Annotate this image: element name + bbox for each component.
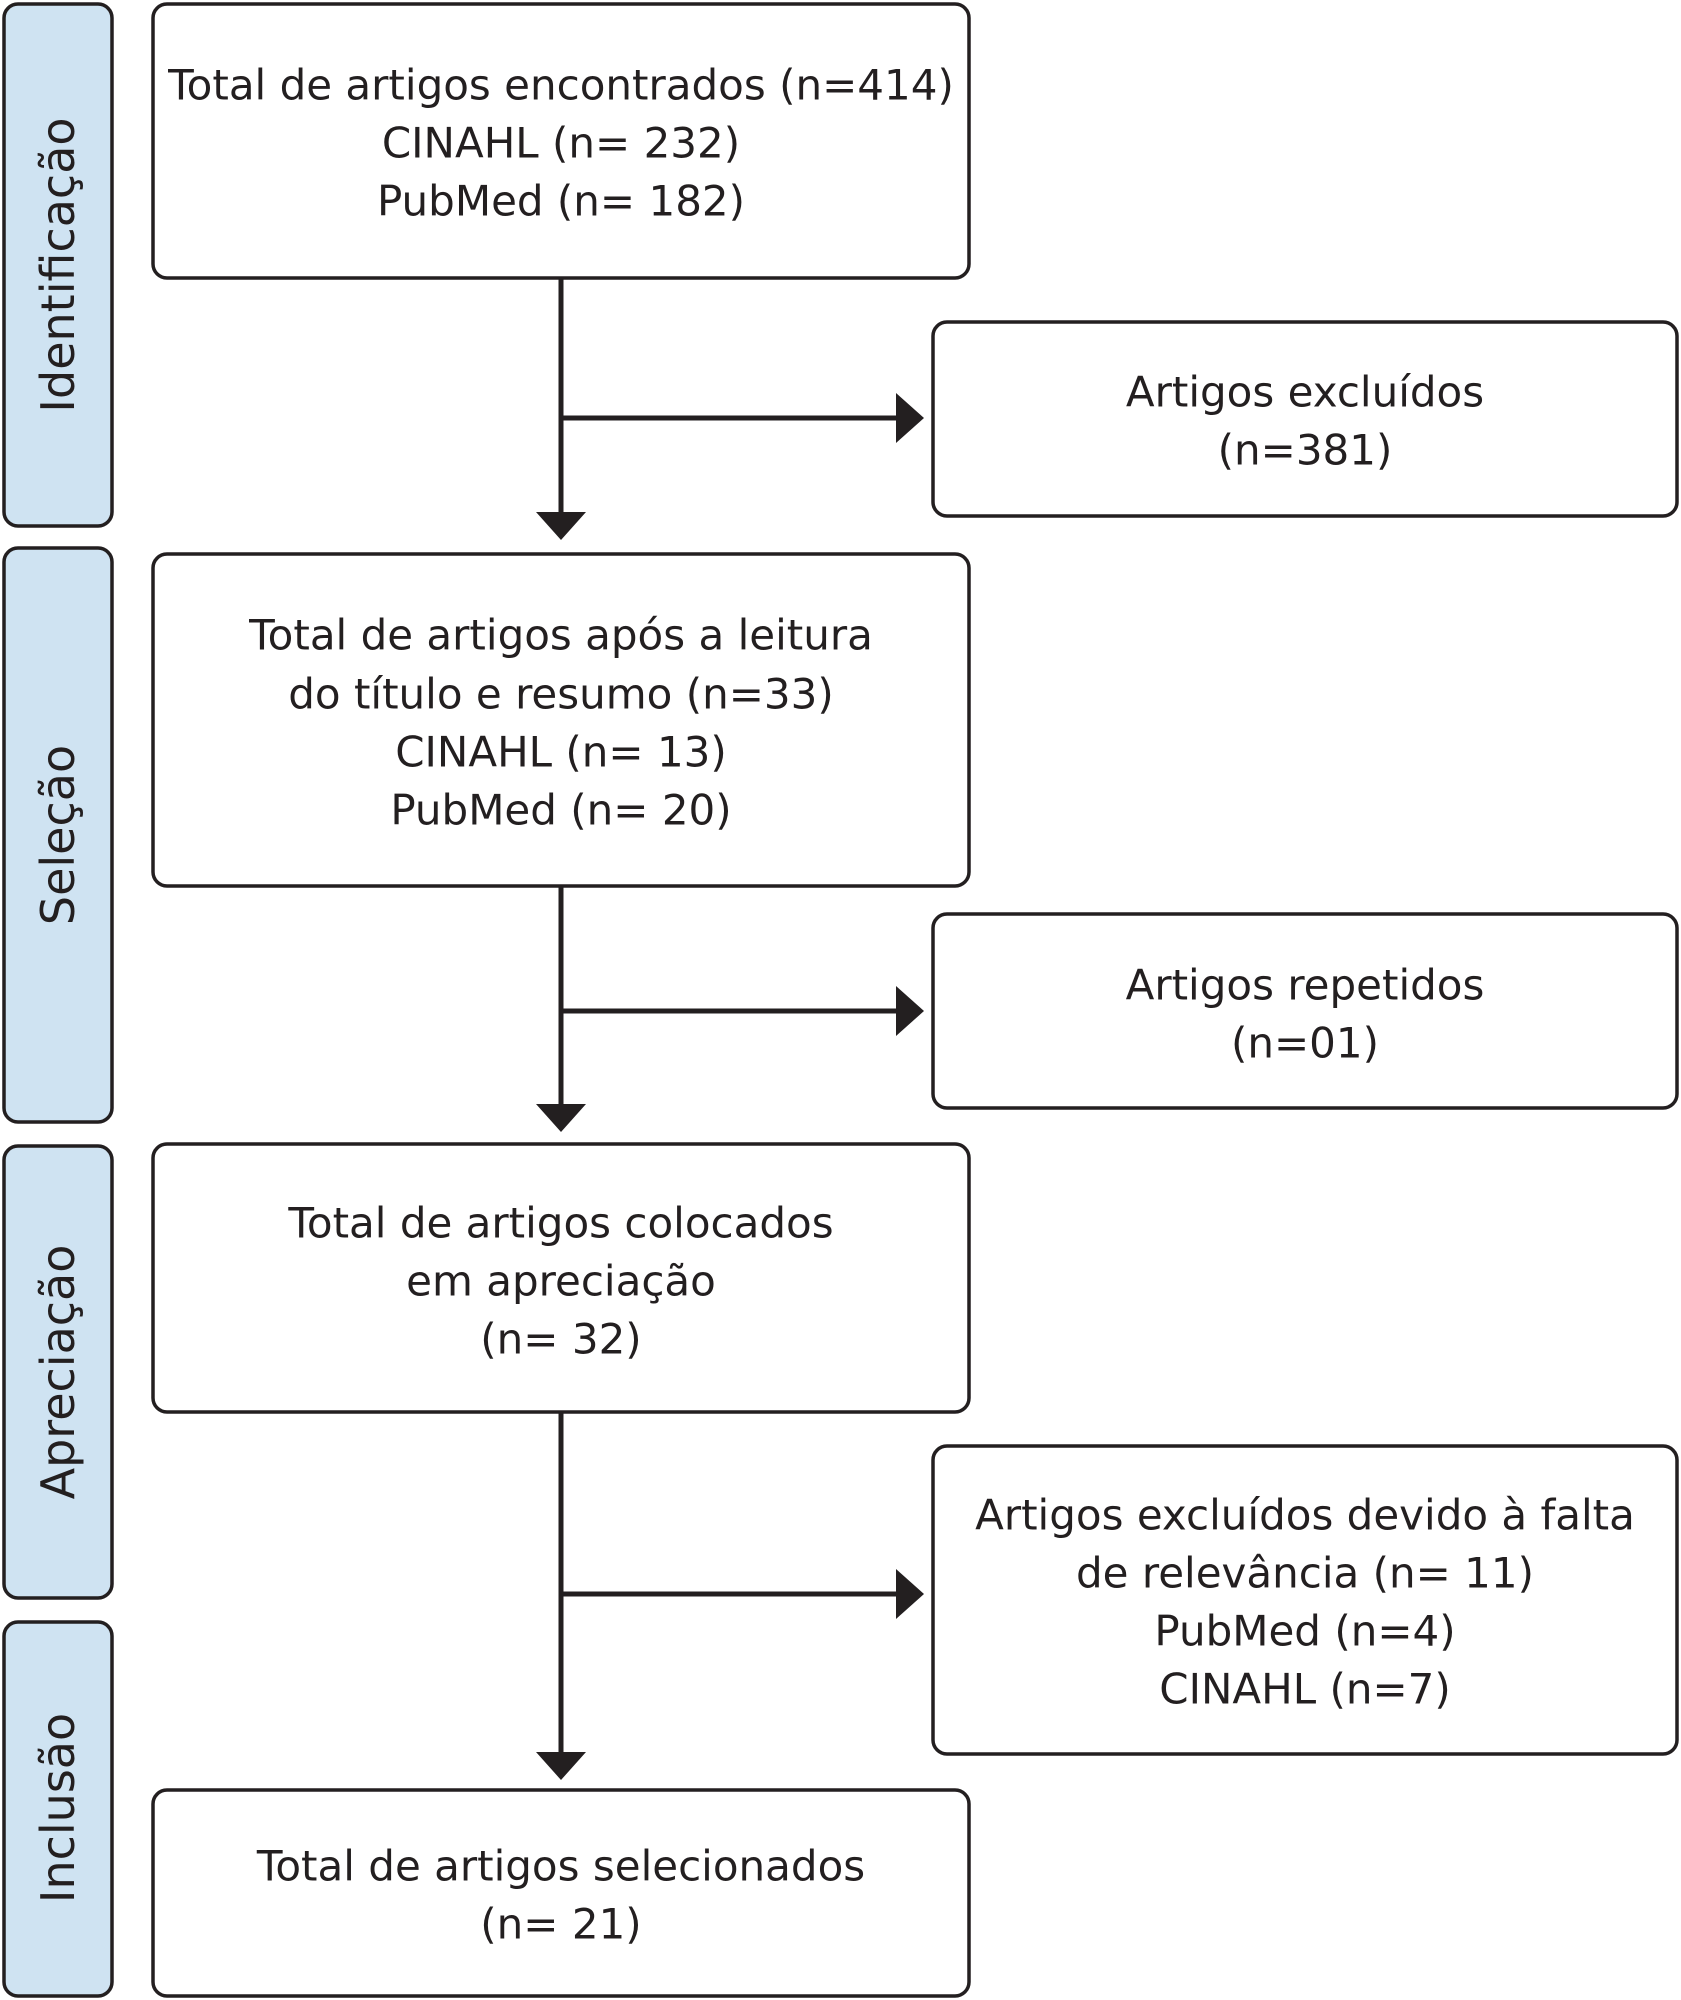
box-duplicates: Artigos repetidos (n=01): [931, 912, 1679, 1110]
stage-inclusao-box: [2, 1620, 114, 1998]
box-excluded: Artigos excluídos (n=381): [931, 320, 1679, 518]
box-screened-frame: [151, 552, 971, 888]
box-irrelevant-line-1: Artigos excluídos devido à falta: [975, 1491, 1635, 1540]
box-irrelevant-line-4: CINAHL (n=7): [1159, 1665, 1451, 1714]
arrow-right-icon: [896, 393, 924, 443]
box-screened-line-2: do título e resumo (n=33): [288, 670, 834, 719]
box-included: Total de artigos selecionados (n= 21): [151, 1788, 971, 1998]
box-irrelevant: Artigos excluídos devido à falta de rele…: [931, 1444, 1679, 1756]
stage-inclusao: Inclusão: [2, 1620, 114, 1998]
box-screened: Total de artigos após a leitura do títul…: [151, 552, 971, 888]
connector-screened-to-appraised: [536, 886, 586, 1132]
box-irrelevant-line-3: PubMed (n=4): [1154, 1607, 1455, 1656]
arrow-down-icon: [536, 512, 586, 540]
stage-selecao: Seleção: [2, 546, 114, 1124]
connector-identified-to-screened: [536, 278, 586, 540]
box-included-line-1: Total de artigos selecionados: [256, 1842, 865, 1891]
connector-appraised-to-included: [536, 1412, 586, 1780]
box-duplicates-line-2: (n=01): [1231, 1019, 1379, 1068]
stage-identificacao-label: Identificação: [31, 117, 85, 412]
box-appraised-line-2: em apreciação: [406, 1257, 716, 1306]
stage-identificacao: Identificação: [2, 2, 114, 528]
connector-appraised-to-irrelevant: [561, 1569, 924, 1619]
box-included-frame: [151, 1788, 971, 1998]
box-excluded-line-1: Artigos excluídos: [1126, 368, 1484, 417]
stage-selecao-label: Seleção: [31, 745, 85, 925]
connector-identified-to-excluded: [561, 393, 924, 443]
stage-apreciacao-box: [2, 1144, 114, 1600]
box-appraised-line-1: Total de artigos colocados: [287, 1199, 833, 1248]
box-identified-line-3: PubMed (n= 182): [377, 177, 745, 226]
connector-screened-to-duplicates: [561, 986, 924, 1036]
box-duplicates-line-1: Artigos repetidos: [1126, 961, 1485, 1010]
box-identified-line-1: Total de artigos encontrados (n=414): [167, 61, 954, 110]
box-irrelevant-line-2: de relevância (n= 11): [1076, 1549, 1534, 1598]
box-appraised-line-3: (n= 32): [480, 1315, 641, 1364]
box-irrelevant-frame: [931, 1444, 1679, 1756]
box-duplicates-frame: [931, 912, 1679, 1110]
box-excluded-line-2: (n=381): [1218, 426, 1393, 475]
arrow-right-icon: [896, 1569, 924, 1619]
box-screened-line-3: CINAHL (n= 13): [395, 728, 727, 777]
box-screened-line-4: PubMed (n= 20): [390, 786, 731, 835]
stage-apreciacao-label: Apreciação: [31, 1245, 85, 1500]
stage-identificacao-box: [2, 2, 114, 528]
stage-apreciacao: Apreciação: [2, 1144, 114, 1600]
box-identified-line-2: CINAHL (n= 232): [382, 119, 740, 168]
stage-inclusao-label: Inclusão: [31, 1713, 85, 1903]
arrow-right-icon: [896, 986, 924, 1036]
box-identified: Total de artigos encontrados (n=414) CIN…: [151, 2, 971, 280]
box-included-line-2: (n= 21): [480, 1900, 641, 1949]
stage-selecao-box: [2, 546, 114, 1124]
box-excluded-frame: [931, 320, 1679, 518]
arrow-down-icon: [536, 1752, 586, 1780]
box-appraised: Total de artigos colocados em apreciação…: [151, 1142, 971, 1414]
arrow-down-icon: [536, 1104, 586, 1132]
box-screened-line-1: Total de artigos após a leitura: [248, 611, 873, 660]
